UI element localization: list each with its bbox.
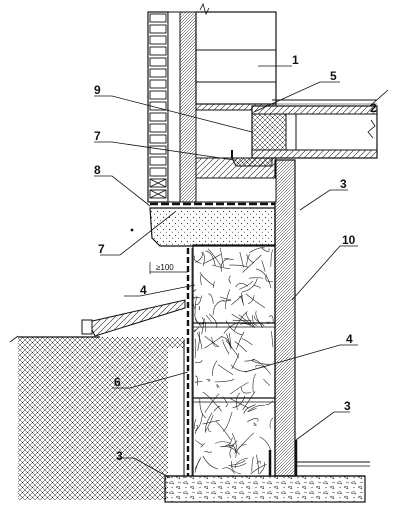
callout-5: 5 (330, 69, 337, 83)
callout-9: 9 (94, 83, 101, 97)
callout-3-top: 3 (340, 177, 347, 191)
callout-2: 2 (370, 101, 377, 115)
inner-masonry-lower (195, 109, 277, 203)
callout-3-right: 3 (344, 399, 351, 413)
lintel-beam (149, 202, 276, 247)
callout-10: 10 (342, 233, 356, 247)
basement-wall-rubble (192, 244, 276, 477)
leader-lines (94, 65, 389, 479)
callout-4-left: 4 (140, 283, 147, 297)
floor-slab-hollow (251, 99, 378, 159)
dimension-label: ≥100 (156, 263, 174, 272)
callout-6: 6 (114, 375, 121, 389)
blind-area-slab (81, 299, 186, 337)
dimension-min-depth: ≥100 (149, 262, 188, 274)
callout-3-bottom: 3 (116, 449, 123, 463)
vertical-waterproofing (183, 248, 193, 478)
callout-7-upper: 7 (94, 129, 101, 143)
callout-4-right: 4 (346, 332, 353, 346)
callout-7-lower: 7 (98, 242, 105, 256)
inner-wall-column (268, 159, 298, 477)
callout-numbers: 1 2 3 3 3 4 4 5 6 7 7 8 9 10 (94, 53, 377, 463)
callout-8: 8 (94, 163, 101, 177)
ground-soil (9, 335, 185, 500)
upper-brick-wall (147, 2, 277, 203)
callout-1: 1 (292, 53, 299, 67)
anchor-dot (130, 228, 134, 232)
